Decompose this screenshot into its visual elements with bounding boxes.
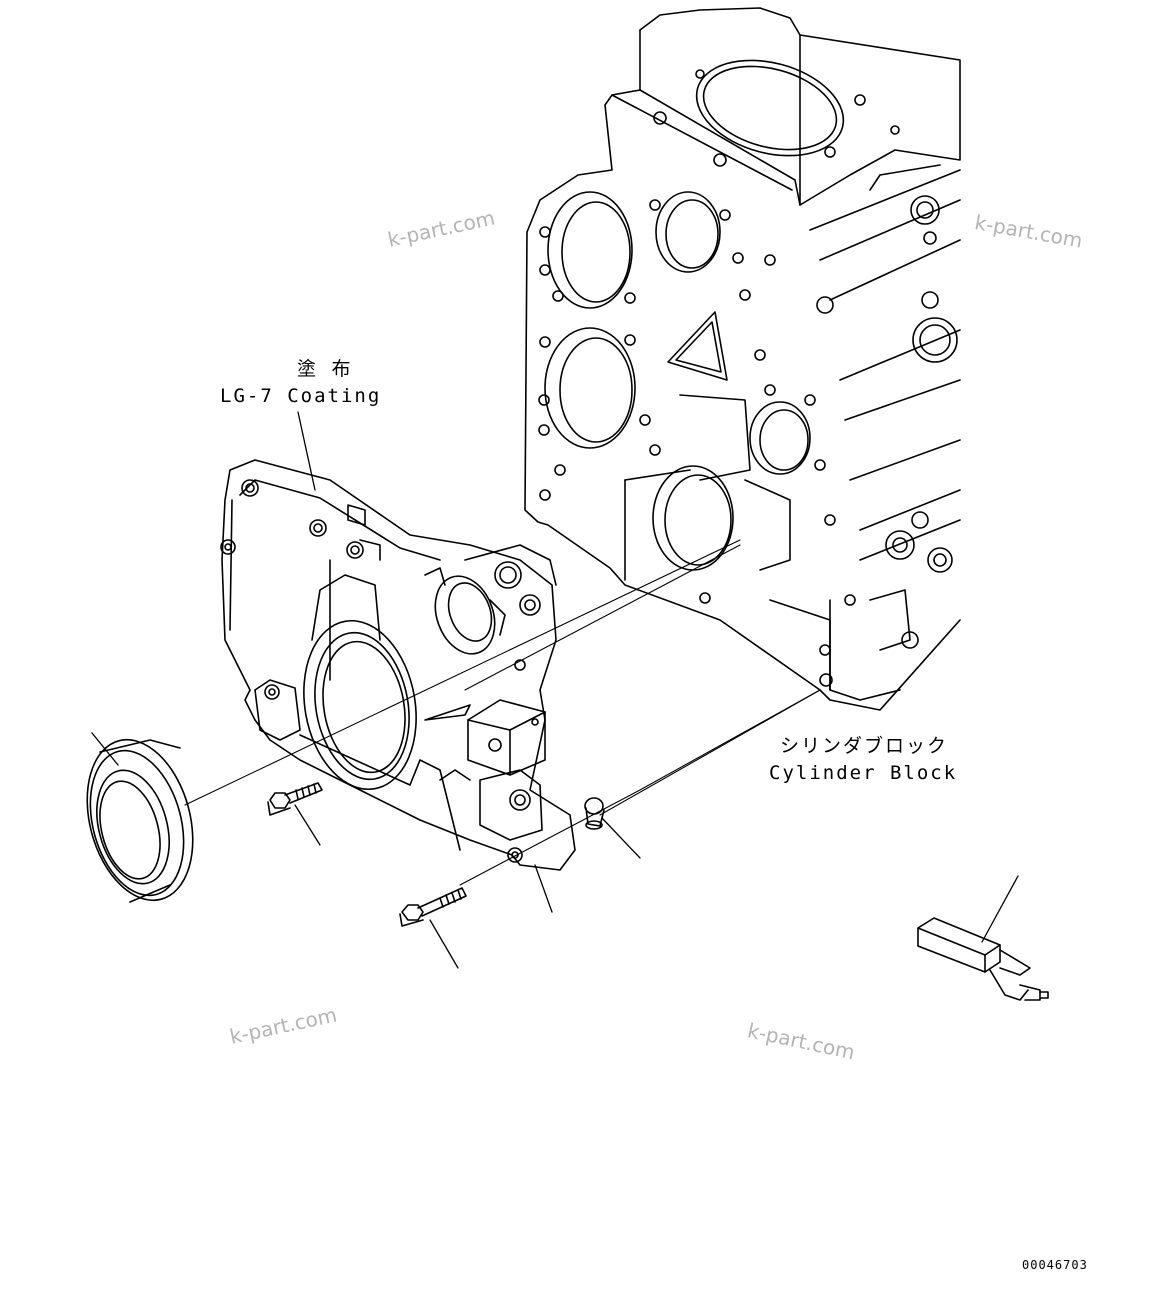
- drawing-code: 00046703: [1022, 1258, 1088, 1272]
- installer-tool: [917, 917, 1049, 1001]
- cylinder-block-label-jp: シリンダブロック: [780, 735, 949, 757]
- long-bolt-leader: [429, 919, 459, 969]
- front-cover: [220, 459, 576, 871]
- short-bolt-leader: [294, 804, 321, 846]
- short-bolt: [267, 782, 323, 816]
- cylinder-block-label-en: Cylinder Block: [769, 762, 958, 784]
- oil-seal: [86, 738, 194, 903]
- seal-leader: [91, 732, 119, 766]
- assembly-lines: [184, 539, 821, 886]
- leader-lines: [91, 411, 1019, 969]
- dowel-leader: [601, 817, 641, 859]
- coating-leader: [297, 411, 316, 491]
- long-bolt: [399, 887, 467, 927]
- coating-label-en: LG-7 Coating: [220, 385, 382, 407]
- tool-leader: [981, 875, 1019, 943]
- cover-leader: [534, 864, 553, 913]
- coating-label-jp: 塗 布: [297, 358, 353, 380]
- cylinder-block: [524, 7, 961, 711]
